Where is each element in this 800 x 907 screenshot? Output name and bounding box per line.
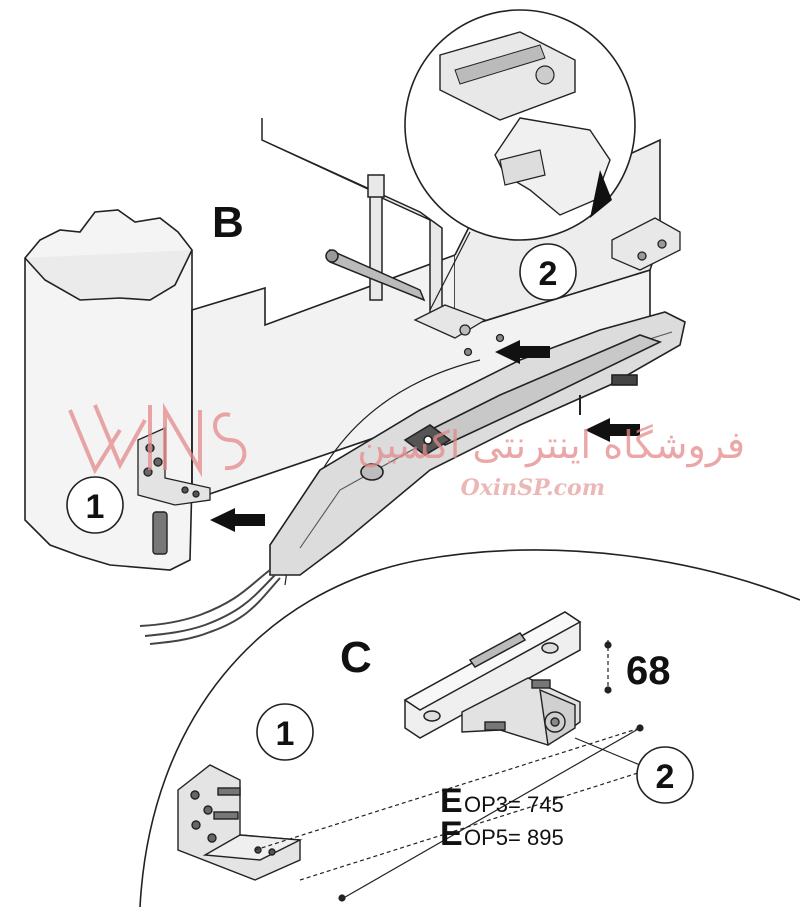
motor-cables: [139, 569, 281, 645]
svg-text:1: 1: [86, 488, 105, 526]
detail-zoom-circle: [404, 9, 636, 241]
svg-text:E: E: [440, 782, 463, 820]
gate-end-bracket: [611, 217, 681, 271]
dimension-68: 68: [626, 649, 671, 693]
callout-1-bottom: 1: [256, 703, 314, 761]
arrow-bracket-1: [210, 508, 265, 532]
pillar-bracket-detail: [177, 764, 303, 881]
zoom-leader: [429, 231, 471, 311]
section-label-c: C: [340, 633, 372, 682]
callout-2-bottom: 2: [636, 746, 694, 804]
callout-1-top: 1: [66, 476, 124, 534]
svg-text:2: 2: [656, 758, 675, 796]
detail-zoom-arc: [139, 549, 800, 907]
dimension-lines: [254, 640, 661, 902]
rear-bracket-detail: [461, 677, 581, 747]
arrow-motor-rear: [585, 418, 640, 442]
svg-text:E: E: [440, 815, 463, 853]
svg-text:OP3= 745: OP3= 745: [464, 792, 564, 817]
watermark-text: فروشگاه اینترنتی اکسین: [357, 423, 745, 468]
section-label-b: B: [212, 198, 244, 247]
svg-text:2: 2: [539, 255, 558, 293]
arrow-bracket-2: [495, 340, 550, 364]
dimension-e-op3: E OP3= 745: [440, 782, 564, 820]
actuator-motor: [269, 311, 686, 576]
watermark-url: OxinSP.com: [461, 475, 605, 501]
cable-conduit: [152, 511, 168, 555]
level-tool: [403, 611, 582, 739]
watermark-logo: [68, 402, 247, 478]
clamp: [261, 118, 443, 321]
dimension-e-op5: E OP5= 895: [440, 815, 564, 853]
callout-2-top: 2: [519, 243, 577, 301]
svg-text:1: 1: [276, 715, 295, 753]
svg-text:OP5= 895: OP5= 895: [464, 825, 564, 850]
gate-bracket: [413, 304, 505, 357]
